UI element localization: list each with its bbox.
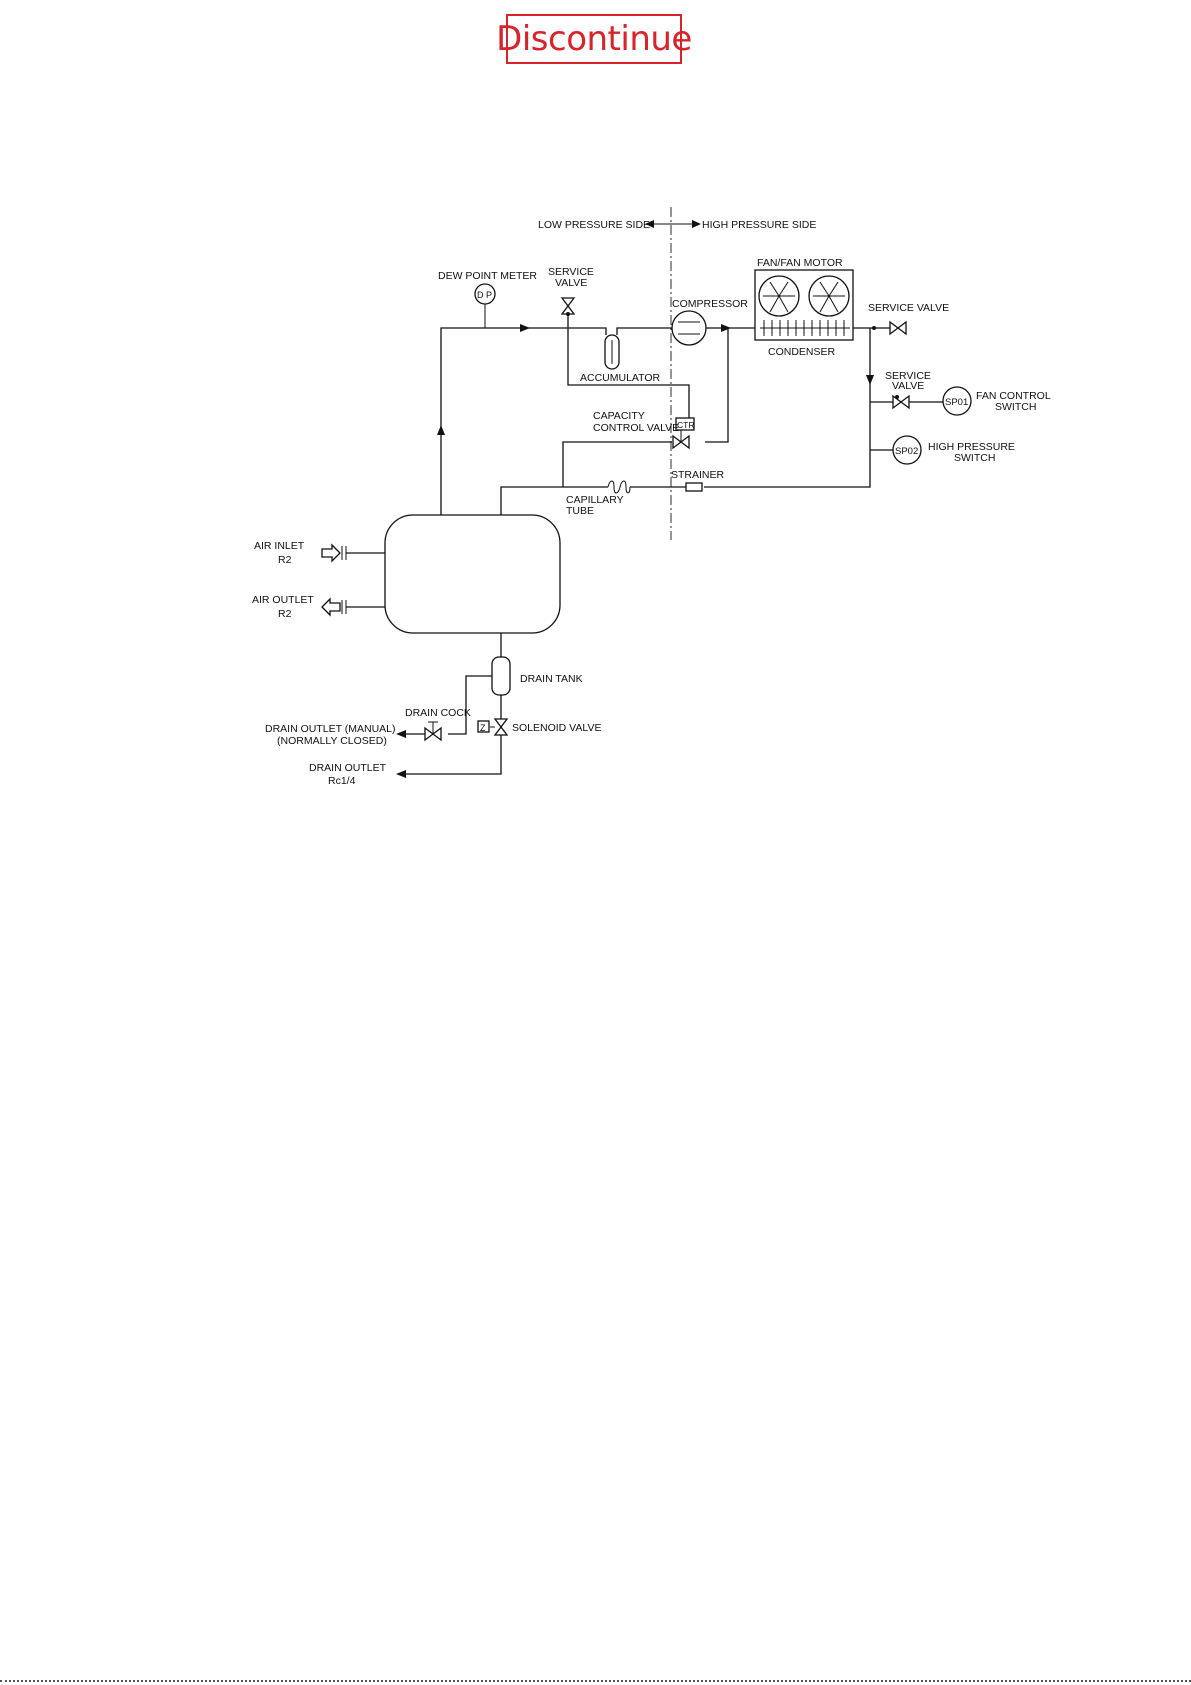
manual-drain-line (448, 675, 492, 735)
capacity-control-label-1: CAPACITY (593, 410, 645, 422)
air-outlet-arrow-icon (321, 597, 341, 617)
compressor-icon (671, 310, 707, 346)
suction-line-2 (616, 327, 672, 335)
air-outlet-label-1: AIR OUTLET (252, 594, 314, 606)
condenser-fins (760, 320, 850, 336)
capillary-coil-icon (607, 480, 631, 494)
air-inlet-label-1: AIR INLET (254, 540, 305, 552)
discontinue-stamp: Discontinue (496, 14, 692, 64)
sp02-icon (892, 435, 922, 465)
drain-outlet-manual-label-1: DRAIN OUTLET (MANUAL) (265, 723, 396, 735)
hot-gas-bypass (562, 441, 672, 487)
strainer-label: STRAINER (671, 469, 725, 481)
capillary-label-1: CAPILLARY (566, 494, 624, 506)
high-pressure-switch-label-1: HIGH PRESSURE (928, 441, 1015, 453)
high-pressure-side-label: HIGH PRESSURE SIDE (702, 219, 816, 231)
solenoid-valve-label: SOLENOID VALVE (512, 722, 601, 734)
fan-motor-label: FAN/FAN MOTOR (757, 257, 843, 269)
auto-drain-arrow (396, 770, 406, 778)
discharge-to-ctr (705, 328, 729, 443)
capacity-control-label-2: CONTROL VALVE (593, 422, 679, 434)
dew-point-meter-label: DEW POINT METER (438, 270, 537, 282)
arrowhead-left (645, 220, 654, 228)
low-pressure-side-label: LOW PRESSURE SIDE (538, 219, 650, 231)
flow-arrow-up (437, 425, 445, 435)
air-outlet-label-2: R2 (278, 608, 292, 620)
dew-point-meter-icon (474, 283, 496, 305)
solenoid-coil-icon (477, 720, 490, 733)
ctr-box (675, 417, 695, 431)
service-valve-1-icon (560, 297, 576, 315)
drain-outlet-label-2: Rc1/4 (328, 775, 356, 787)
compressor-label: COMPRESSOR (672, 298, 748, 310)
flow-arrow-right (520, 324, 530, 332)
fan-control-label-2: SWITCH (995, 401, 1036, 413)
service-valve-1-stub (567, 314, 690, 418)
sp01-label: SP01 (945, 397, 968, 408)
service-valve-3-label-1: SERVICE (885, 370, 931, 382)
strainer-icon (685, 482, 703, 492)
capillary-to-dryer (500, 486, 608, 515)
service-valve-1-label-2: VALVE (555, 277, 587, 289)
sp02-label: SP02 (895, 446, 918, 457)
drain-tank-icon (491, 656, 511, 696)
arrowhead-right (692, 220, 701, 228)
drain-outlet-label-1: DRAIN OUTLET (309, 762, 387, 774)
ctr-label: CTR (677, 420, 694, 430)
service-valve-2-label: SERVICE VALVE (868, 302, 949, 314)
capillary-label-2: TUBE (566, 505, 594, 517)
service-valve-3-label-2: VALVE (892, 380, 924, 392)
manual-drain-arrow (396, 730, 406, 738)
dryer-vessel (384, 514, 561, 634)
accumulator-label: ACCUMULATOR (580, 372, 661, 384)
sp01-icon (942, 386, 972, 416)
condenser-label: CONDENSER (768, 346, 836, 358)
solenoid-valve-icon (493, 718, 509, 736)
auto-drain-line (402, 735, 502, 775)
drain-outlet-manual-label-2: (NORMALLY CLOSED) (277, 735, 387, 747)
air-inlet-arrow-icon (321, 543, 341, 563)
service-valve-1-label-1: SERVICE (548, 266, 594, 278)
page-bottom-rule (0, 1680, 1191, 1682)
service-valve-2-icon (889, 320, 907, 336)
drain-cock-label: DRAIN COCK (405, 707, 471, 719)
fan-control-label-1: FAN CONTROL (976, 390, 1051, 402)
air-inlet-label-2: R2 (278, 554, 292, 566)
high-pressure-switch-label-2: SWITCH (954, 452, 995, 464)
solenoid-mark: Z (480, 723, 486, 733)
drain-tank-label: DRAIN TANK (520, 673, 583, 685)
dp-label: D P (477, 290, 492, 300)
